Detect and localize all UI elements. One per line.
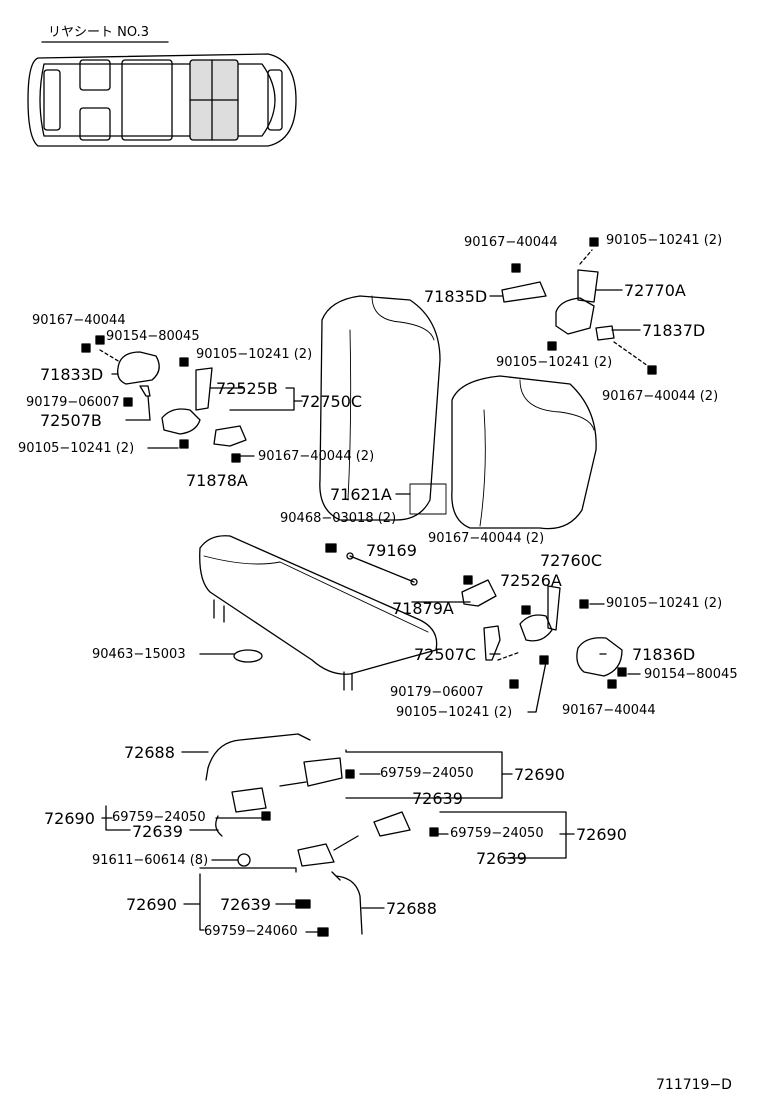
vehicle-top-view-icon (27, 41, 297, 147)
part-label: 71833D (40, 365, 104, 384)
part-label: 90105−10241 (2) (396, 705, 513, 720)
part-label: 71621A (330, 485, 392, 504)
part-label: 90167−40044 (464, 235, 558, 250)
part-label: 90463−15003 (92, 647, 186, 662)
part-label: 71878A (186, 471, 248, 490)
part-label: 69759−24050 (112, 810, 206, 825)
part-label: 69759−24050 (380, 766, 474, 781)
diagram-id: 711719−D (656, 1077, 732, 1093)
part-label: 71836D (632, 645, 696, 664)
seatback-right (451, 375, 597, 530)
part-label: 91611−60614 (8) (92, 853, 209, 868)
part-label: 90167−40044 (32, 313, 126, 328)
part-label: 90154−80045 (644, 667, 738, 682)
part-label: 72526A (500, 571, 562, 590)
part-label: 79169 (366, 541, 417, 560)
part-label: 90105−10241 (2) (606, 233, 723, 248)
part-label: 90167−40044 (562, 703, 656, 718)
part-label: 90105−10241 (2) (496, 355, 613, 370)
fasteners (81, 237, 657, 689)
part-label: 72690 (514, 765, 565, 784)
part-label: 71837D (642, 321, 706, 340)
part-label: 90154−80045 (106, 329, 200, 344)
page-title: リヤシート NO.3 (48, 25, 149, 40)
part-label: 72760C (540, 551, 603, 570)
part-label: 72688 (124, 743, 175, 762)
part-label: 90468−03018 (2) (280, 511, 397, 526)
part-label: 72639 (412, 789, 463, 808)
part-label: 90179−06007 (26, 395, 120, 410)
part-label: 72507B (40, 411, 102, 430)
part-label: 90167−40044 (2) (428, 531, 545, 546)
hinge-right-assembly (501, 249, 649, 367)
latch-left-assembly (99, 349, 247, 447)
part-label: 71835D (424, 287, 488, 306)
part-label: 72750C (300, 392, 363, 411)
part-label: 72690 (44, 809, 95, 828)
part-label: 90167−40044 (2) (258, 449, 375, 464)
part-label: 71879A (392, 599, 454, 618)
part-label: 72639 (132, 822, 183, 841)
part-label: 90105−10241 (2) (196, 347, 313, 362)
part-label: 90167−40044 (2) (602, 389, 719, 404)
seat-cushion (199, 535, 438, 675)
seatback-left (319, 295, 441, 521)
part-label: 72688 (386, 899, 437, 918)
part-label: 72639 (220, 895, 271, 914)
part-label: 72507C (414, 645, 477, 664)
part-label: 72690 (576, 825, 627, 844)
part-label: 72770A (624, 281, 686, 300)
part-label: 72690 (126, 895, 177, 914)
part-label: 72639 (476, 849, 527, 868)
part-label: 90105−10241 (2) (606, 596, 723, 611)
leader-lines (101, 289, 641, 933)
part-label: 69759−24060 (204, 924, 298, 939)
part-label: 69759−24050 (450, 826, 544, 841)
part-label: 90105−10241 (2) (18, 441, 135, 456)
part-label: 72525B (216, 379, 278, 398)
part-label: 90179−06007 (390, 685, 484, 700)
